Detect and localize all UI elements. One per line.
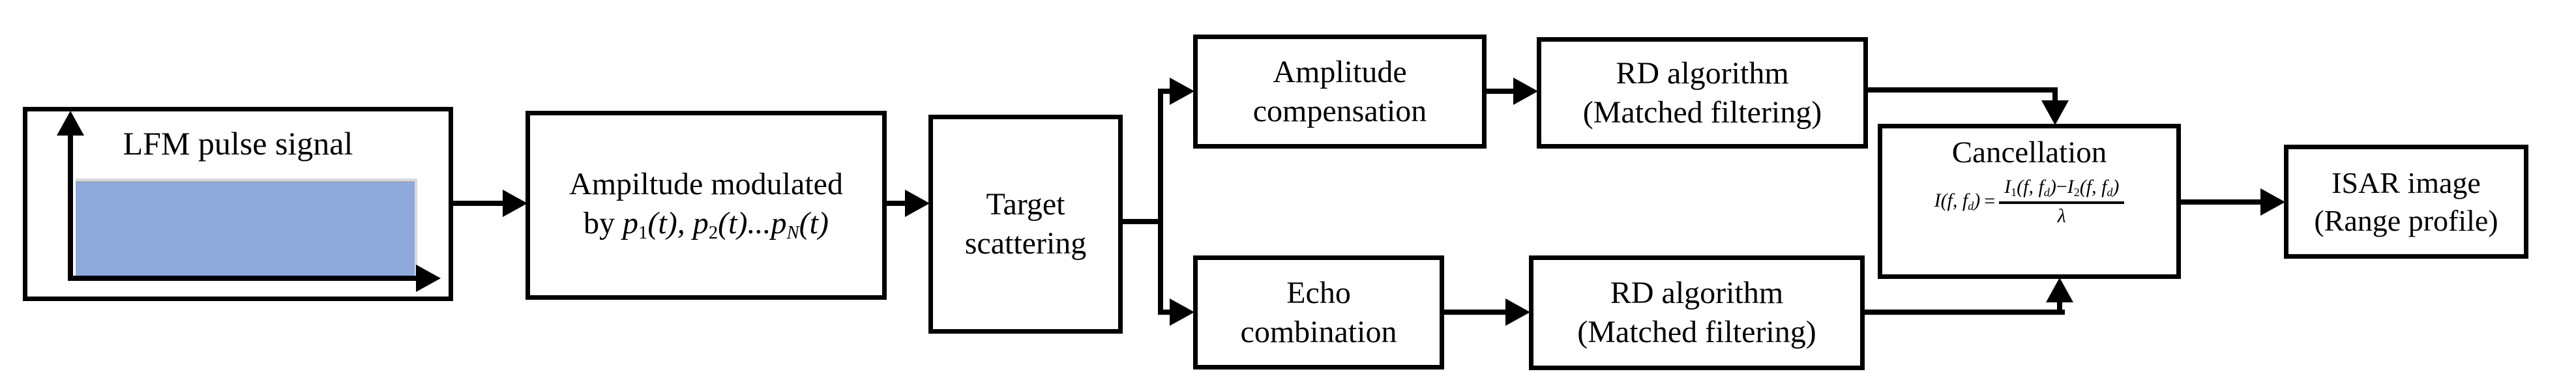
- echo-combination-box: Echo combination: [1193, 255, 1444, 369]
- target-line2: scattering: [964, 226, 1087, 261]
- y-axis: [68, 133, 73, 281]
- ampmod-line2: by p1(t), p2(t)...pN(t): [584, 206, 829, 244]
- isar-line2: (Range profile): [2314, 203, 2498, 237]
- formula-equals: =: [1984, 190, 1996, 212]
- formula-fraction: I1(f, fd)−I2(f, fd) λ: [1999, 176, 2125, 227]
- connector-split-trunk: [1158, 89, 1163, 315]
- ampcomp-line2: compensation: [1252, 93, 1427, 128]
- arrowhead-split-bottom-icon: [1170, 298, 1194, 326]
- rdtop-line2: (Matched filtering): [1582, 94, 1822, 130]
- cancellation-formula: I(f, fd) = I1(f, fd)−I2(f, fd) λ: [1882, 176, 2176, 227]
- arrowhead-rdbottom-to-cancel-icon: [2046, 278, 2073, 302]
- connector-split-bottom: [1158, 310, 1172, 315]
- cancel-title: Cancellation: [1951, 136, 2107, 169]
- formula-denominator: λ: [2057, 205, 2066, 227]
- target-line1: Target: [986, 187, 1065, 222]
- rd-algorithm-top-box: RD algorithm (Matched filtering): [1537, 37, 1868, 149]
- connector-rdbottom-to-cancel-v: [2057, 300, 2062, 315]
- x-axis: [68, 276, 419, 281]
- arrowhead-ampcomp-to-rdtop-icon: [1513, 78, 1538, 105]
- echo-line2: combination: [1240, 314, 1397, 349]
- rdtop-line1: RD algorithm: [1616, 55, 1789, 91]
- x-axis-arrowhead-icon: [416, 265, 441, 292]
- lfm-box-label: LFM pulse signal: [123, 125, 353, 162]
- arrowhead-echo-to-rdbottom-icon: [1505, 298, 1530, 326]
- echo-line1: Echo: [1286, 275, 1351, 310]
- connector-ampcomp-to-rdtop: [1487, 89, 1515, 94]
- amplitude-compensation-box: Amplitude compensation: [1193, 35, 1487, 149]
- connector-ampmod-to-target: [887, 201, 906, 206]
- ampmod-line1: Ampiltude modulated: [569, 167, 843, 202]
- formula-numerator: I1(f, fd)−I2(f, fd): [1999, 176, 2125, 204]
- rdbottom-line2: (Matched filtering): [1577, 315, 1816, 349]
- arrowhead-split-top-icon: [1170, 78, 1194, 105]
- isar-image-box: ISAR image (Range profile): [2284, 145, 2528, 259]
- rd-algorithm-bottom-box: RD algorithm (Matched filtering): [1529, 255, 1865, 370]
- amplitude-modulated-box: Ampiltude modulated by p1(t), p2(t)...pN…: [526, 111, 887, 300]
- isar-line1: ISAR image: [2332, 166, 2481, 199]
- y-axis-arrowhead-icon: [57, 111, 84, 136]
- arrowhead-cancel-to-isar-icon: [2260, 188, 2285, 216]
- cancellation-box: Cancellation I(f, fd) = I1(f, fd)−I2(f, …: [1878, 124, 2181, 279]
- ampcomp-line1: Amplitude: [1273, 54, 1407, 89]
- formula-lhs: I(f, fd): [1934, 189, 1981, 212]
- connector-echo-to-rdbottom: [1444, 310, 1507, 315]
- arrowhead-ampmod-to-target-icon: [905, 190, 930, 217]
- connector-split-top: [1158, 89, 1172, 94]
- lfm-pulse-rect: [76, 179, 417, 278]
- connector-lfm-to-ampmod: [453, 201, 505, 206]
- arrowhead-rdtop-to-cancel-icon: [2041, 100, 2069, 125]
- target-scattering-box: Target scattering: [928, 115, 1123, 334]
- connector-target-out: [1123, 219, 1163, 224]
- arrowhead-lfm-to-ampmod-icon: [503, 190, 527, 217]
- connector-cancel-to-isar: [2181, 199, 2262, 205]
- connector-rdtop-to-cancel-v: [2052, 87, 2058, 103]
- rdbottom-line1: RD algorithm: [1610, 276, 1784, 310]
- connector-rdbottom-to-cancel-h: [1865, 310, 2065, 315]
- connector-rdtop-to-cancel-h: [1868, 87, 2058, 93]
